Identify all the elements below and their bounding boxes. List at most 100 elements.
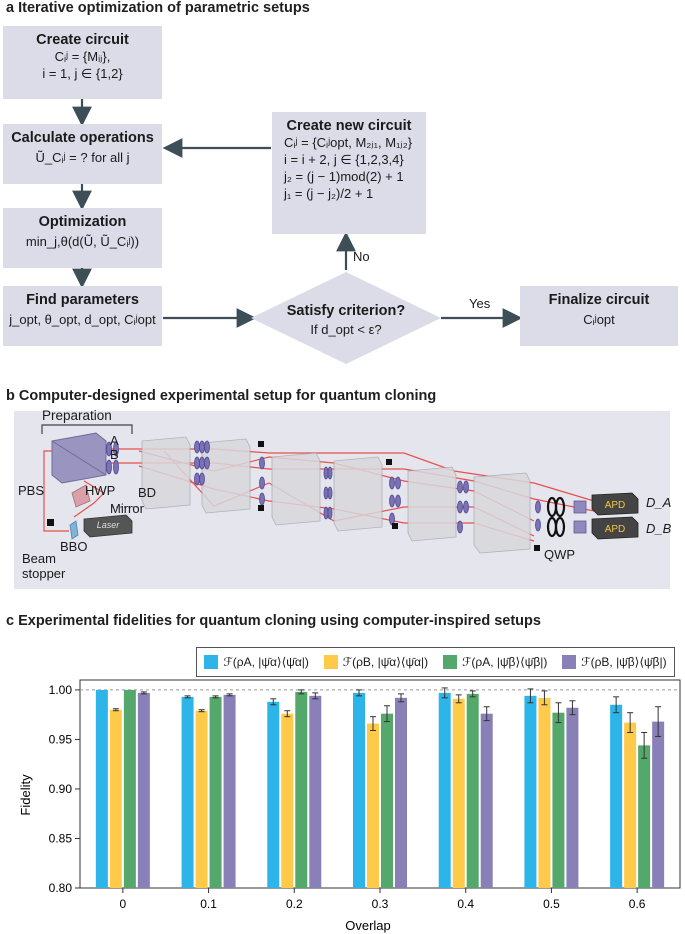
optical-setup-drawing: APD APD Laser [41,424,639,554]
db-label: D_B [646,521,672,536]
create-new-circuit-line3: j₂ = (j − 1)mod(2) + 1 [284,169,404,184]
bar-s3-c1 [223,694,236,888]
find-parameters-box: Find parameters j_opt, θ_opt, d_opt, Cᵢʲ… [3,286,162,346]
pbs-label: PBS [18,483,45,498]
bar-s1-c4 [452,698,465,888]
y-tick-label-2: 0.90 [49,782,73,796]
bar-s1-c5 [538,697,551,888]
create-new-circuit-box: Create new circuit Cᵢʲ = {Cᵢʲopt, M₂ⱼ₁, … [272,112,426,234]
y-axis-label: Fidelity [18,774,33,816]
calculate-operations-title: Calculate operations [11,130,154,146]
create-circuit-box: Create circuit Cᵢʲ = {Mᵢⱼ}, i = 1, j ∈ {… [3,26,162,99]
apd-label-1: APD [605,500,626,511]
optimization-box: Optimization min_j,θ(d(Ũ, Ũ_Cᵢʲ)) [3,208,162,268]
create-circuit-line2: i = 1, j ∈ {1,2} [42,66,123,81]
laser-label: Laser [97,520,121,530]
plot-frame [79,679,681,889]
bbo-label: BBO [60,539,88,554]
no-label: No [353,249,370,264]
x-tick-label-1: 0.1 [200,897,217,911]
optimization-title: Optimization [38,214,127,230]
bar-s1-c0 [109,709,122,888]
qwp-rings [546,496,566,538]
flowchart-arrows: Satisfy criterion? If d_opt < ε? No Yes [72,99,523,364]
legend-text-1: ℱ(ρB, |ψ̄α⟩⟨ψ̄α|) [342,655,429,669]
bar-s0-c1 [181,696,194,888]
bar-s1-c6 [624,722,637,888]
bar-s3-c5 [566,707,579,888]
y-tick-label-4: 1.00 [49,683,73,697]
find-parameters-line1: j_opt, θ_opt, d_opt, Cᵢʲopt [9,312,156,327]
legend-item-1: ℱ(ρB, |ψ̄α⟩⟨ψ̄α|) [323,655,429,669]
legend-text-3: ℱ(ρB, |ψ̄β⟩⟨ψ̄β|) [581,655,667,669]
calculate-operations-line1: Ũ_Cᵢʲ = ? for all j [35,150,130,165]
qwp-label: QWP [544,547,576,562]
beam-displacers [141,436,531,554]
bar-s0-c6 [610,704,623,888]
x-tick-label-5: 0.5 [543,897,560,911]
bd-label: BD [138,485,157,500]
finalize-circuit-line1: Cᵢʲopt [583,312,615,327]
create-circuit-title: Create circuit [36,32,129,48]
legend-swatch-1 [323,655,338,669]
legend-text-2: ℱ(ρA, |ψ̄β⟩⟨ψ̄β|) [461,655,548,669]
da-label: D_A [646,495,672,510]
bar-s2-c5 [552,712,565,888]
bar-s2-c1 [209,696,222,888]
panel-b-title: b Computer-designed experimental setup f… [6,388,437,404]
y-tick-label-1: 0.85 [49,831,73,845]
x-tick-label-0: 0 [120,897,127,911]
wave-plates [194,440,541,534]
calculate-operations-box: Calculate operations Ũ_Cᵢʲ = ? for all j [3,124,162,184]
legend-text-0: ℱ(ρA, |ψ̄α⟩⟨ψ̄α|) [223,655,309,669]
label-b: B [110,447,119,462]
bar-s1-c3 [367,723,379,888]
bar-s3-c6 [652,721,665,888]
bar-s0-c4 [438,692,451,888]
bar-s2-c0 [123,689,136,888]
bar-s0-c0 [95,689,108,888]
x-tick-label-2: 0.2 [286,897,303,911]
yes-label: Yes [469,296,491,311]
preparation-label: Preparation [42,408,112,423]
panel-c-title: c Experimental fidelities for quantum cl… [6,613,541,629]
finalize-circuit-box: Finalize circuit Cᵢʲopt [520,286,678,346]
legend-item-2: ℱ(ρA, |ψ̄β⟩⟨ψ̄β|) [442,655,548,669]
bar-s3-c3 [395,697,407,888]
bar-s0-c5 [524,695,537,888]
bar-s3-c2 [309,695,322,888]
bar-s2-c4 [466,693,479,888]
x-axis-label: Overlap [345,918,391,933]
apd-label-2: APD [605,524,626,535]
bar-s3-c4 [480,713,493,888]
optical-setup-panel: APD APD Laser Preparation A B PBS HWP BD… [14,408,672,589]
hwp-label: HWP [85,483,116,498]
bar-s1-c1 [195,710,208,888]
bar-s0-c2 [267,701,280,888]
bar-s3-c0 [137,692,150,888]
bar-s0-c3 [353,692,365,888]
create-new-circuit-line2: i = i + 2, j ∈ {1,2,3,4} [284,152,404,167]
create-new-circuit-line1: Cᵢʲ = {Cᵢʲopt, M₂ⱼ₁, M₁ⱼ₂} [284,135,413,150]
bar-s2-c2 [295,691,308,888]
legend-swatch-0 [204,655,219,669]
legend-item-0: ℱ(ρA, |ψ̄α⟩⟨ψ̄α|) [204,655,309,669]
create-circuit-line1: Cᵢʲ = {Mᵢⱼ}, [54,49,111,64]
mirror-label: Mirror [110,501,144,516]
panel-a-title: a Iterative optimization of parametric s… [6,0,310,16]
chart-legend: ℱ(ρA, |ψ̄α⟩⟨ψ̄α|) ℱ(ρB, |ψ̄α⟩⟨ψ̄α|) ℱ(ρA… [196,647,675,677]
x-tick-label-3: 0.3 [372,897,389,911]
finalize-circuit-title: Finalize circuit [548,292,650,308]
legend-swatch-2 [442,655,457,669]
label-a: A [110,433,119,448]
satisfy-condition: If d_opt < ε? [310,322,381,337]
y-tick-label-0: 0.80 [49,881,73,895]
optimization-line1: min_j,θ(d(Ũ, Ũ_Cᵢʲ)) [25,234,140,249]
satisfy-diamond [251,272,441,364]
legend-swatch-3 [562,655,577,669]
bar-s2-c6 [638,745,651,888]
satisfy-title: Satisfy criterion? [287,303,406,319]
create-new-circuit-title: Create new circuit [286,118,412,134]
bar-s1-c2 [281,713,294,888]
